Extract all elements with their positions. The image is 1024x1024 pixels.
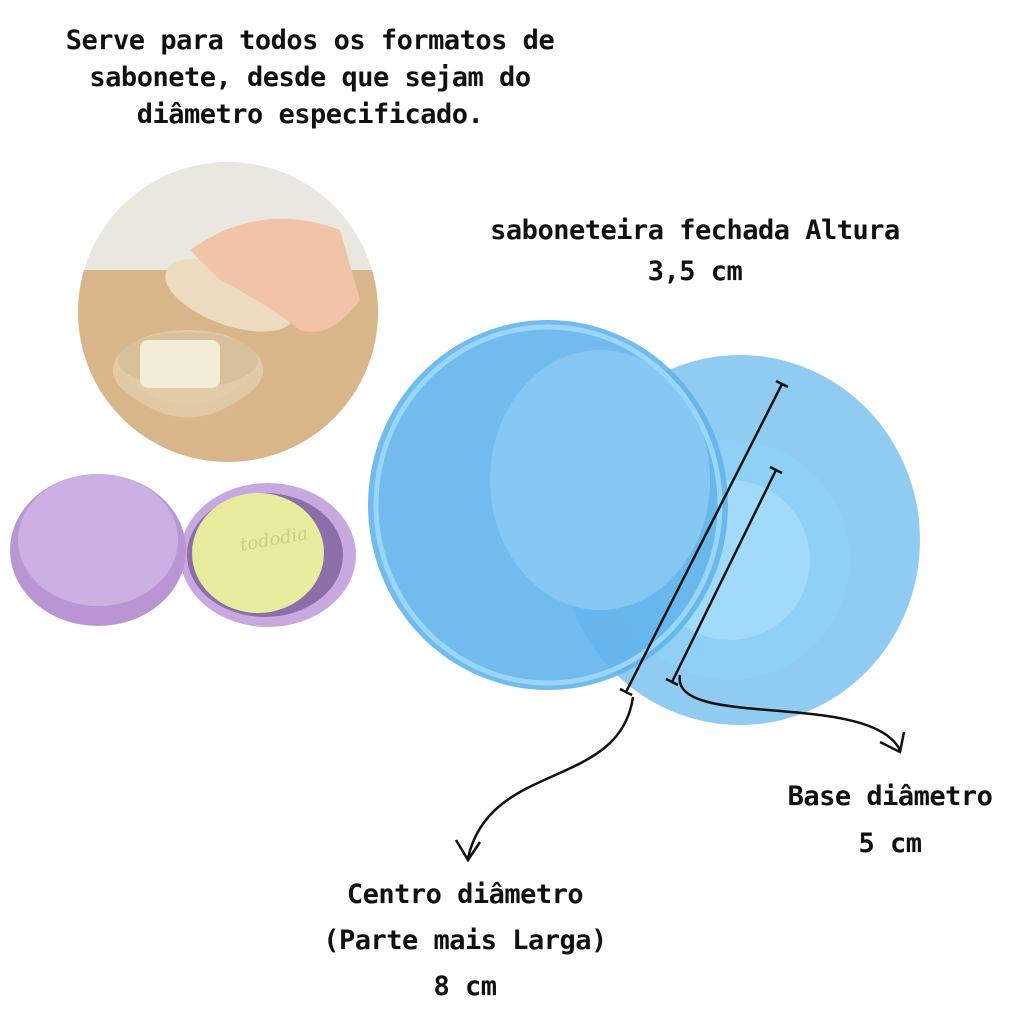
measurement-lines <box>454 379 906 863</box>
photo-purple-soap-case: tododia <box>10 474 356 627</box>
intro-line: Serve para todos os formatos de <box>65 25 555 56</box>
intro-text: Serve para todos os formatos de sabonete… <box>40 22 580 133</box>
photo-beige-soap-dish <box>78 162 378 462</box>
intro-line: diâmetro especificado. <box>136 99 484 130</box>
height-label: saboneteira fechada Altura 3,5 cm <box>460 212 930 290</box>
height-label-title: saboneteira fechada Altura <box>490 215 900 246</box>
base-diameter-label: Base diâmetro 5 cm <box>770 778 1010 862</box>
center-diameter-label: Centro diâmetro (Parte mais Larga) 8 cm <box>300 872 630 1010</box>
center-label-subtitle: (Parte mais Larga) <box>323 925 607 956</box>
center-label-title: Centro diâmetro <box>346 879 584 910</box>
intro-line: sabonete, desde que sejam do <box>89 62 531 93</box>
base-label-value: 5 cm <box>858 828 922 859</box>
center-label-value: 8 cm <box>433 971 497 1002</box>
height-label-value: 3,5 cm <box>647 256 743 287</box>
base-label-title: Base diâmetro <box>787 781 993 812</box>
photo-blue-soap-case <box>368 320 920 725</box>
